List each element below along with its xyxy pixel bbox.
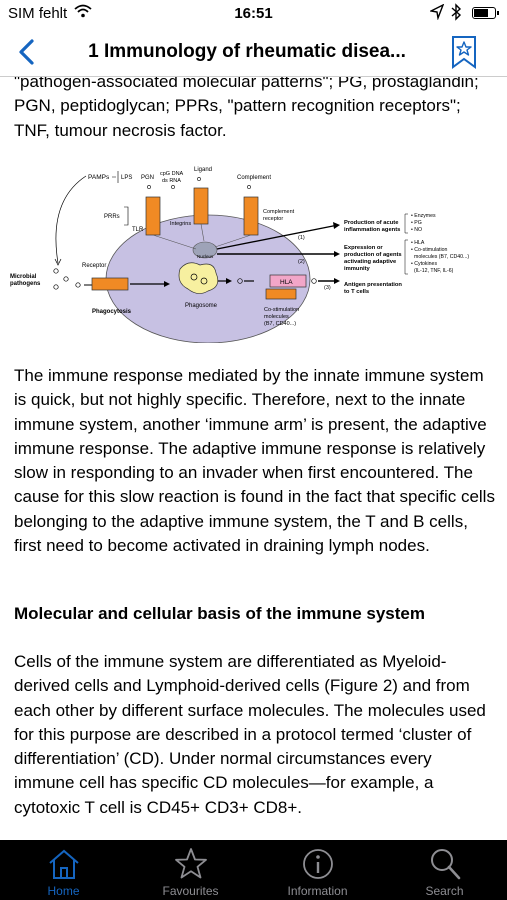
costim-molecule bbox=[265, 288, 297, 300]
back-chevron-icon[interactable] bbox=[12, 36, 42, 68]
figure-caption-tail: "pathogen-associated molecular patterns"… bbox=[14, 77, 479, 140]
hla-molecule bbox=[269, 274, 307, 288]
pgn-label: PGN bbox=[141, 175, 154, 181]
phagocytic-receptor bbox=[91, 277, 129, 291]
costim-label-1: Co-stimulation bbox=[264, 307, 299, 313]
nucleus-label: Nucleus bbox=[197, 254, 214, 259]
outcome-1b: inflammation agents bbox=[344, 227, 400, 233]
page-title: 1 Immunology of rheumatic disea... bbox=[88, 41, 406, 62]
outcome-2c: activating adaptive bbox=[344, 259, 397, 265]
bookmark-star-icon[interactable] bbox=[448, 34, 480, 70]
complement-receptor bbox=[243, 196, 259, 236]
outcome-3b: to T cells bbox=[344, 289, 369, 295]
pamps-label: PAMPs bbox=[88, 174, 110, 181]
tlr-receptor bbox=[145, 196, 161, 236]
receptor-label: Receptor bbox=[82, 263, 106, 269]
carrier-label: SIM fehlt bbox=[8, 5, 68, 22]
tab-search[interactable]: Search bbox=[381, 840, 507, 900]
ligand-receptor bbox=[193, 187, 209, 225]
tlr-label: TLR bbox=[132, 227, 144, 233]
microbial-label-2: pathogens bbox=[10, 281, 41, 287]
outcome-1a: Production of acute bbox=[344, 220, 399, 226]
phagosome bbox=[178, 262, 219, 294]
list-2e: (IL-12, TNF, IL-6) bbox=[414, 268, 454, 274]
hla-label: HLA bbox=[280, 279, 293, 286]
tab-home[interactable]: Home bbox=[0, 840, 127, 900]
location-icon bbox=[430, 4, 444, 20]
info-icon bbox=[303, 849, 333, 879]
complement-label: Complement bbox=[237, 175, 271, 181]
list-1a: • Enzymes bbox=[411, 213, 436, 219]
outcome-3a: Antigen presentation bbox=[344, 282, 402, 288]
clock: 16:51 bbox=[234, 5, 273, 22]
innate-vs-adaptive-paragraph: The immune response mediated by the inna… bbox=[14, 366, 495, 556]
integrins-label: Integrins bbox=[170, 221, 191, 227]
cell-differentiation-paragraph: Cells of the immune system are different… bbox=[14, 652, 486, 817]
complement-receptor-label-2: receptor bbox=[263, 216, 283, 222]
bluetooth-icon bbox=[451, 3, 462, 21]
battery-icon bbox=[472, 7, 499, 19]
star-icon bbox=[175, 848, 207, 879]
list-2c: molecules (B7, CD40...) bbox=[414, 254, 469, 260]
phagocytosis-label: Phagocytosis bbox=[92, 309, 132, 315]
tab-bar: Home Favourites Information Search bbox=[0, 840, 507, 900]
innate-immunity-figure: PAMPs LPS PGN cpG DNA ds RNA Ligand Comp… bbox=[10, 167, 469, 343]
status-bar: SIM fehlt 16:51 bbox=[0, 0, 507, 28]
pathway-1-label: (1) bbox=[298, 235, 305, 241]
list-1c: • NO bbox=[411, 227, 422, 233]
list-2b: • Co-stimulation bbox=[411, 247, 448, 253]
tab-favourites-label: Favourites bbox=[162, 884, 219, 898]
outcome-2b: production of agents bbox=[344, 252, 402, 258]
nav-bar: 1 Immunology of rheumatic disea... bbox=[0, 28, 507, 77]
costim-label-2: molecules bbox=[264, 314, 289, 320]
search-icon bbox=[431, 849, 461, 880]
tab-information-label: Information bbox=[287, 884, 348, 898]
tab-search-label: Search bbox=[425, 884, 464, 898]
ligand-label: Ligand bbox=[194, 167, 212, 173]
prrs-label: PRRs bbox=[104, 214, 120, 220]
tab-favourites[interactable]: Favourites bbox=[127, 840, 254, 900]
home-icon bbox=[49, 849, 79, 879]
tab-information[interactable]: Information bbox=[254, 840, 381, 900]
outcome-2d: immunity bbox=[344, 266, 371, 272]
costim-label-3: (B7, CD40...) bbox=[264, 321, 296, 327]
wifi-icon bbox=[74, 4, 92, 18]
list-2d: • Cytokines bbox=[411, 261, 437, 267]
lps-label: LPS bbox=[121, 175, 132, 181]
list-1b: • PG bbox=[411, 220, 422, 226]
pathway-2-label: (2) bbox=[298, 259, 305, 265]
nucleus bbox=[192, 241, 218, 259]
cpg-label: cpG DNA bbox=[160, 171, 184, 177]
section-heading: Molecular and cellular basis of the immu… bbox=[14, 604, 425, 623]
phagosome-label: Phagosome bbox=[185, 303, 218, 309]
microbial-label-1: Microbial bbox=[10, 274, 37, 280]
outcome-2a: Expression or bbox=[344, 245, 383, 251]
list-2a: • HLA bbox=[411, 240, 425, 246]
complement-receptor-label-1: Complement bbox=[263, 209, 295, 215]
article-content[interactable]: "pathogen-associated molecular patterns"… bbox=[0, 77, 507, 840]
pathway-3-label: (3) bbox=[324, 285, 331, 291]
dsrna-label: ds RNA bbox=[162, 178, 181, 184]
tab-home-label: Home bbox=[47, 884, 80, 898]
